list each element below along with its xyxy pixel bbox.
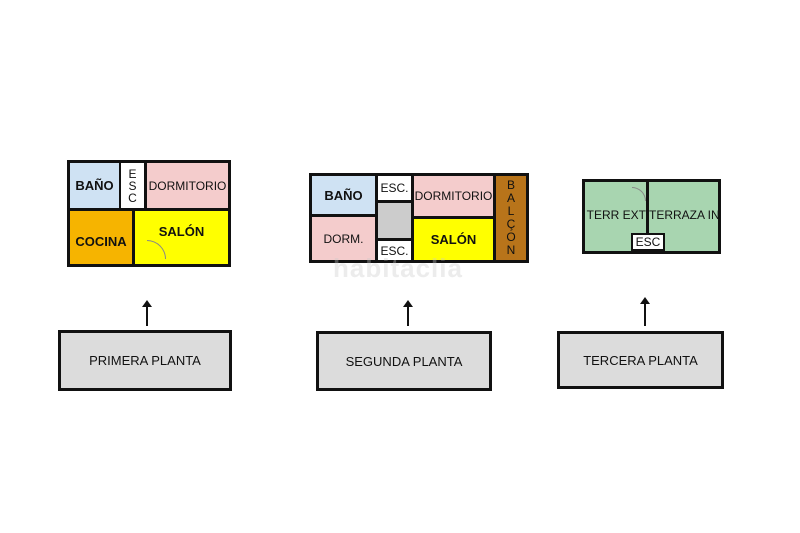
room-dormitorio: DORMITORIO xyxy=(414,176,493,216)
floor-label-segunda: SEGUNDA PLANTA xyxy=(316,331,492,391)
floor-plan-segunda: BAÑO ESC. ESC. DORMITORIO DORM. SALÓN B … xyxy=(309,173,529,263)
room-dormitorio: DORMITORIO xyxy=(147,163,228,208)
floor-plan-primera: BAÑO E S C DORMITORIO COCINA SALÓN xyxy=(67,160,231,267)
arrow-up-icon xyxy=(640,297,650,326)
watermark: habitaclia xyxy=(333,253,463,283)
floor-plan-tercera: TERR EXT TERRAZA IN ESC xyxy=(582,179,721,254)
room-escalera: ESC xyxy=(631,233,665,251)
room-dorm: DORM. xyxy=(312,217,375,260)
room-escalera-bottom: ESC. xyxy=(378,241,411,260)
arrow-up-icon xyxy=(142,300,152,326)
room-escalera: E S C xyxy=(121,163,144,208)
floor-label-primera: PRIMERA PLANTA xyxy=(58,330,232,391)
room-salon: SALÓN xyxy=(414,219,493,260)
room-bano: BAÑO xyxy=(70,163,119,208)
room-bano: BAÑO xyxy=(312,176,375,214)
arrow-up-icon xyxy=(403,300,413,326)
floor-label-tercera: TERCERA PLANTA xyxy=(557,331,724,389)
room-balcon: B A L Ç O N xyxy=(496,176,526,260)
room-escalera-top: ESC. xyxy=(378,176,411,200)
room-cocina: COCINA xyxy=(70,211,132,264)
room-hall xyxy=(378,203,411,238)
